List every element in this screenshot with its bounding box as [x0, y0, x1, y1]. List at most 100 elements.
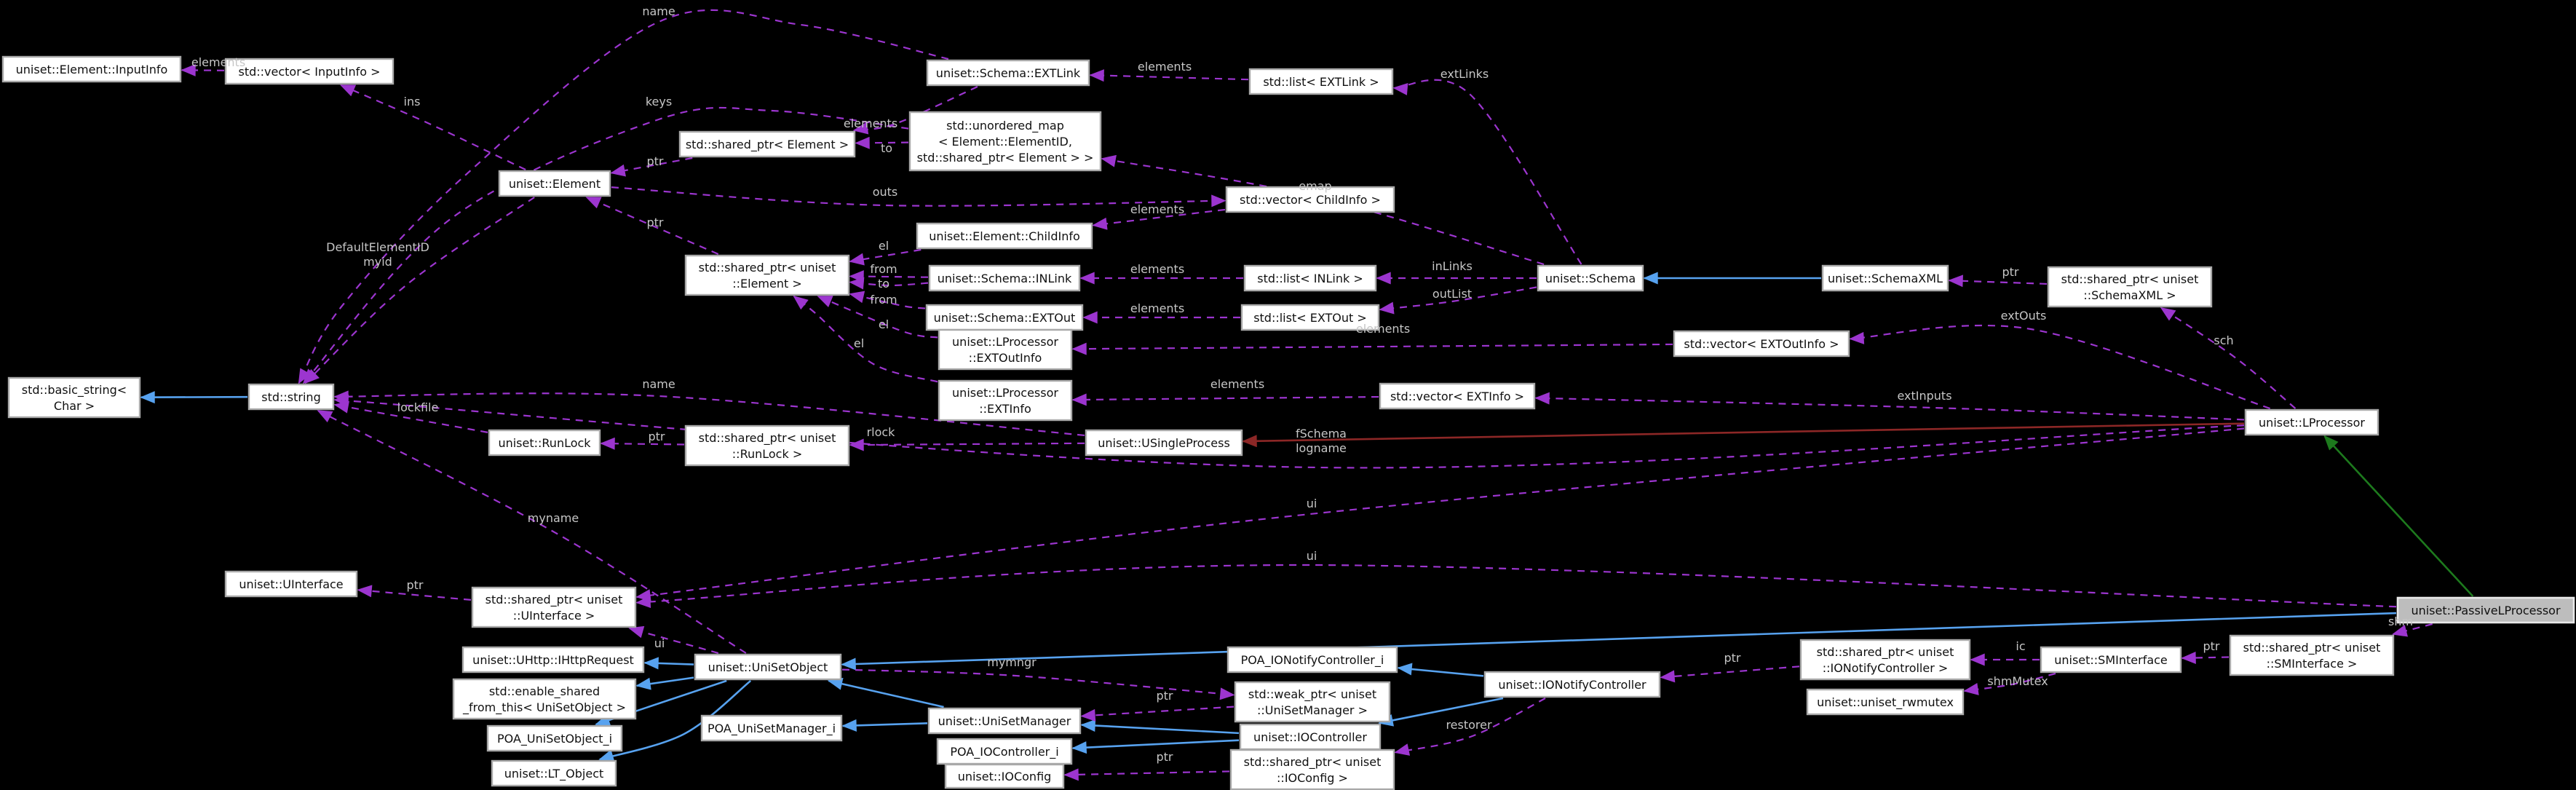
- class-node-label: std::shared_ptr< uniset::SchemaXML >: [2061, 272, 2199, 302]
- class-node-vec_extoutinfo[interactable]: std::vector< EXTOutInfo >: [1673, 330, 1850, 358]
- class-node-list_extout[interactable]: std::list< EXTOut >: [1240, 304, 1380, 331]
- class-node-label: uniset::USingleProcess: [1098, 436, 1230, 450]
- class-node-usingleprocess[interactable]: uniset::USingleProcess: [1085, 429, 1243, 457]
- class-node-schemaxml[interactable]: uniset::SchemaXML: [1821, 264, 1949, 292]
- edge-sptr_ioconfig-ioconfig: [1063, 768, 1230, 781]
- class-node-label: std::list< EXTOut >: [1253, 311, 1367, 325]
- class-node-label: POA_IONotifyController_i: [1241, 653, 1384, 668]
- class-node-sptr_element[interactable]: std::shared_ptr< Element >: [678, 130, 856, 158]
- edges-layer: [140, 9, 2474, 781]
- edge-label: from: [870, 262, 897, 276]
- class-node-label: std::shared_ptr< uniset::IOConfig >: [1244, 755, 1382, 785]
- edge-label: from: [870, 293, 897, 307]
- class-node-childinfo[interactable]: uniset::Element::ChildInfo: [916, 222, 1093, 250]
- class-node-label: std::vector< ChildInfo >: [1240, 193, 1381, 207]
- class-node-iocontroller[interactable]: uniset::IOController: [1239, 723, 1382, 751]
- class-node-extinfo[interactable]: uniset::LProcessor::EXTInfo: [938, 379, 1073, 422]
- class-node-label: std::vector< EXTOutInfo >: [1684, 337, 1839, 351]
- edge-label: shm: [2388, 615, 2413, 628]
- edge-ionotify-sptr_ioconfig: [1394, 698, 1546, 756]
- edge-extout-sptr_uelement: [849, 291, 926, 309]
- edge-schema-list_extout: [1379, 286, 1537, 315]
- class-node-label: uniset::Schema::EXTOut: [934, 311, 1076, 325]
- edge-label: elements: [1210, 377, 1264, 391]
- edge-label: keys: [646, 95, 672, 108]
- edge-weak_ptr-unisetmanager: [1080, 706, 1235, 722]
- edge-extinfo-sptr_uelement: [793, 295, 938, 383]
- edge-usingleprocess-string: [333, 390, 1085, 437]
- class-node-weak_ptr[interactable]: std::weak_ptr< uniset::UniSetManager >: [1234, 681, 1391, 723]
- class-node-string[interactable]: std::string: [247, 383, 335, 411]
- edge-vec_extinfo-extinfo: [1071, 393, 1379, 406]
- class-node-runlock[interactable]: uniset::RunLock: [488, 429, 601, 457]
- class-node-label: std::basic_string<Char >: [22, 383, 127, 413]
- class-node-label: uniset::UInterface: [239, 577, 343, 591]
- class-node-sptr_runlock[interactable]: std::shared_ptr< uniset::RunLock >: [684, 424, 850, 467]
- class-node-label: uniset::Element::InputInfo: [16, 63, 168, 76]
- class-node-label: std::shared_ptr< uniset::UInterface >: [486, 593, 623, 623]
- edge-list_extlink-extlink: [1089, 69, 1249, 82]
- edge-label: ptr: [648, 430, 665, 443]
- class-node-uinterface[interactable]: uniset::UInterface: [224, 570, 358, 598]
- class-node-rwmutex[interactable]: uniset::uniset_rwmutex: [1806, 688, 1965, 716]
- class-node-basic_string[interactable]: std::basic_string<Char >: [7, 376, 141, 419]
- edge-label: ic: [2016, 639, 2025, 653]
- class-node-unisetmanager[interactable]: uniset::UniSetManager: [927, 707, 1082, 735]
- class-node-ioconfig[interactable]: uniset::IOConfig: [944, 763, 1065, 789]
- class-node-lt_object[interactable]: uniset::LT_Object: [491, 759, 617, 787]
- edge-unisetobject-enable_shared: [635, 676, 694, 690]
- class-node-schema[interactable]: uniset::Schema: [1537, 264, 1644, 292]
- class-node-label: std::unordered_map< Element::ElementID,s…: [917, 119, 1094, 165]
- class-node-sptr_uelement[interactable]: std::shared_ptr< uniset::Element >: [684, 254, 850, 296]
- class-node-sptr_ionotify[interactable]: std::shared_ptr< uniset::IONotifyControl…: [1799, 639, 1971, 681]
- edge-extlink-sptr_element: [852, 85, 978, 135]
- class-node-extout[interactable]: uniset::Schema::EXTOut: [925, 304, 1084, 331]
- edge-schema-list_extlink: [1392, 79, 1582, 265]
- class-node-passivelp[interactable]: uniset::PassiveLProcessor: [2396, 596, 2575, 624]
- edge-lprocessor-vec_extinfo: [1534, 392, 2245, 421]
- edge-label: ptr: [2203, 639, 2219, 653]
- class-node-enable_shared[interactable]: std::enable_shared_from_this< UniSetObje…: [452, 678, 637, 720]
- class-node-poa_ionc_i[interactable]: POA_IONotifyController_i: [1226, 646, 1398, 674]
- class-node-label: uniset::LProcessor::EXTOutInfo: [952, 335, 1058, 365]
- class-node-inputinfo[interactable]: uniset::Element::InputInfo: [1, 55, 182, 83]
- class-node-sminterface[interactable]: uniset::SMInterface: [2040, 646, 2182, 674]
- class-node-element[interactable]: uniset::Element: [498, 170, 611, 197]
- class-node-lprocessor[interactable]: uniset::LProcessor: [2244, 408, 2379, 436]
- edge-sminterface-rwmutex: [1963, 672, 2056, 695]
- class-node-extoutinfo[interactable]: uniset::LProcessor::EXTOutInfo: [938, 328, 1073, 371]
- class-node-label: uniset::Schema::EXTLink: [936, 66, 1081, 80]
- class-node-vec_inputinfo[interactable]: std::vector< InputInfo >: [224, 58, 395, 85]
- edge-vec_extoutinfo-extoutinfo: [1071, 342, 1673, 355]
- class-node-sptr_schemaxml[interactable]: std::shared_ptr< uniset::SchemaXML >: [2047, 266, 2213, 308]
- edge-lprocessor-string: [333, 394, 2245, 469]
- class-node-sptr_sminterface[interactable]: std::shared_ptr< uniset::SMInterface >: [2229, 634, 2395, 676]
- class-node-vec_childinfo[interactable]: std::vector< ChildInfo >: [1225, 186, 1395, 213]
- edge-sptr_uelement-element: [585, 196, 719, 256]
- class-node-poa_usobj[interactable]: POA_UniSetObject_i: [486, 724, 623, 752]
- class-node-umap[interactable]: std::unordered_map< Element::ElementID,s…: [908, 111, 1102, 172]
- class-node-vec_extinfo[interactable]: std::vector< EXTInfo >: [1379, 382, 1536, 410]
- edge-label: rlock: [867, 425, 896, 439]
- class-node-inlink[interactable]: uniset::Schema::INLink: [928, 264, 1081, 292]
- class-node-label: uniset::SchemaXML: [1828, 272, 1943, 285]
- edge-sptr_uinterface-uinterface: [357, 585, 472, 601]
- class-node-sptr_ioconfig[interactable]: std::shared_ptr< uniset::IOConfig >: [1229, 748, 1395, 790]
- nodes-layer: uniset::Element::InputInfo std::vector< I…: [1, 55, 2575, 790]
- class-node-list_inlink[interactable]: std::list< INLink >: [1243, 264, 1377, 292]
- class-node-sptr_uinterface[interactable]: std::shared_ptr< uniset::UInterface >: [471, 586, 637, 628]
- class-node-poa_usmgr[interactable]: POA_UniSetManager_i: [700, 714, 843, 742]
- class-node-ihttprequest[interactable]: uniset::UHttp::IHttpRequest: [461, 646, 645, 674]
- class-node-ionotify[interactable]: uniset::IONotifyController: [1483, 671, 1661, 698]
- class-node-poa_ioc_i[interactable]: POA_IOController_i: [936, 738, 1073, 765]
- class-node-unisetobject[interactable]: uniset::UniSetObject: [694, 653, 842, 681]
- edge-label: name: [642, 4, 675, 18]
- class-node-label: uniset::uniset_rwmutex: [1817, 695, 1954, 710]
- edge-label: outList: [1432, 287, 1472, 301]
- edge-label: ptr: [646, 216, 663, 229]
- class-node-list_extlink[interactable]: std::list< EXTLink >: [1248, 68, 1394, 95]
- edge-label: to: [881, 141, 892, 155]
- edge-label: el: [854, 336, 864, 350]
- class-node-extlink[interactable]: uniset::Schema::EXTLink: [926, 59, 1090, 87]
- class-node-label: uniset::LProcessor: [2259, 416, 2365, 430]
